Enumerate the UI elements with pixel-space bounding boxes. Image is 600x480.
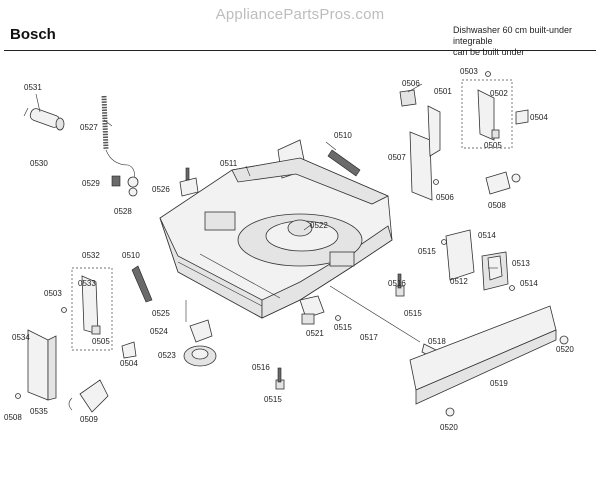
label-0508b: 0508 bbox=[488, 201, 506, 210]
label-0511: 0511 bbox=[220, 159, 238, 168]
label-0505: 0505 bbox=[92, 337, 110, 346]
label-0514: 0514 bbox=[478, 231, 496, 240]
label-0524: 0524 bbox=[150, 327, 168, 336]
label-0521: 0521 bbox=[306, 329, 324, 338]
label-0532: 0532 bbox=[82, 251, 100, 260]
valve-part[interactable] bbox=[299, 295, 325, 325]
insulation-strip[interactable] bbox=[131, 149, 361, 303]
label-0503b: 0503 bbox=[460, 67, 478, 76]
brand-title: Bosch bbox=[10, 26, 56, 43]
drain-hose-spring[interactable] bbox=[101, 95, 135, 179]
label-0510: 0510 bbox=[334, 131, 352, 140]
part-number-labels: 0531 0530 0527 0529 0528 0526 0511 0510 … bbox=[4, 67, 574, 432]
label-0515d: 0515 bbox=[418, 247, 436, 256]
label-0507: 0507 bbox=[388, 153, 406, 162]
side-bracket-left[interactable] bbox=[27, 329, 57, 401]
screw-0520[interactable] bbox=[445, 335, 569, 417]
pump-assembly[interactable] bbox=[183, 300, 217, 367]
label-0515: 0515 bbox=[264, 395, 282, 404]
label-0517: 0517 bbox=[360, 333, 378, 342]
label-0502: 0502 bbox=[490, 89, 508, 98]
label-0523: 0523 bbox=[158, 351, 176, 360]
label-0533: 0533 bbox=[78, 279, 96, 288]
label-0522: 0522 bbox=[310, 221, 328, 230]
label-0528: 0528 bbox=[114, 207, 132, 216]
support-block[interactable] bbox=[445, 229, 509, 291]
label-0504: 0504 bbox=[120, 359, 138, 368]
label-0516: 0516 bbox=[252, 363, 270, 372]
label-0510b: 0510 bbox=[122, 251, 140, 260]
label-0504b: 0504 bbox=[530, 113, 548, 122]
side-bracket-right[interactable] bbox=[399, 89, 441, 201]
watermark: AppliancePartsPros.com bbox=[215, 6, 385, 23]
kick-plate[interactable] bbox=[409, 305, 557, 405]
label-0515c: 0515 bbox=[404, 309, 422, 318]
label-0530: 0530 bbox=[30, 159, 48, 168]
label-0514b: 0514 bbox=[520, 279, 538, 288]
header-rule bbox=[4, 50, 596, 51]
label-0535: 0535 bbox=[30, 407, 48, 416]
adjustment-rod[interactable] bbox=[329, 285, 437, 359]
description-line-1: Dishwasher 60 cm built-under integrable bbox=[453, 25, 573, 46]
label-0516b: 0516 bbox=[388, 279, 406, 288]
bracket-assembly-right[interactable] bbox=[461, 79, 513, 149]
filter-housing[interactable] bbox=[287, 219, 313, 237]
label-0520b: 0520 bbox=[440, 423, 458, 432]
label-0515b: 0515 bbox=[334, 323, 352, 332]
label-0513: 0513 bbox=[512, 259, 530, 268]
leader-lines bbox=[35, 83, 498, 269]
label-0506b: 0506 bbox=[436, 193, 454, 202]
label-0506: 0506 bbox=[402, 79, 420, 88]
label-0508: 0508 bbox=[4, 413, 22, 422]
label-0534: 0534 bbox=[12, 333, 30, 342]
hinge-part[interactable] bbox=[68, 379, 109, 413]
label-0518: 0518 bbox=[428, 337, 446, 346]
leveling-foot[interactable] bbox=[275, 273, 405, 390]
model-description: Dishwasher 60 cm built-under integrable … bbox=[453, 25, 600, 58]
label-0525: 0525 bbox=[152, 309, 170, 318]
label-0529: 0529 bbox=[82, 179, 100, 188]
screws-misc[interactable] bbox=[15, 71, 515, 399]
label-0501: 0501 bbox=[434, 87, 452, 96]
bracket-0526[interactable] bbox=[179, 167, 199, 197]
clip-0504[interactable] bbox=[121, 341, 137, 359]
cylinder-part[interactable] bbox=[23, 107, 65, 131]
label-0520: 0520 bbox=[556, 345, 574, 354]
label-0526: 0526 bbox=[152, 185, 170, 194]
hose-clamp[interactable] bbox=[111, 175, 139, 197]
base-chassis[interactable] bbox=[159, 139, 393, 319]
label-0531: 0531 bbox=[24, 83, 42, 92]
bracket-assembly-left[interactable] bbox=[71, 267, 113, 351]
label-0519: 0519 bbox=[490, 379, 508, 388]
label-0503: 0503 bbox=[44, 289, 62, 298]
description-line-2: can be built under bbox=[453, 47, 525, 57]
label-0505b: 0505 bbox=[484, 141, 502, 150]
label-0527: 0527 bbox=[80, 123, 98, 132]
clip-right[interactable] bbox=[485, 109, 529, 195]
label-0509: 0509 bbox=[80, 415, 98, 424]
label-0512: 0512 bbox=[450, 277, 468, 286]
